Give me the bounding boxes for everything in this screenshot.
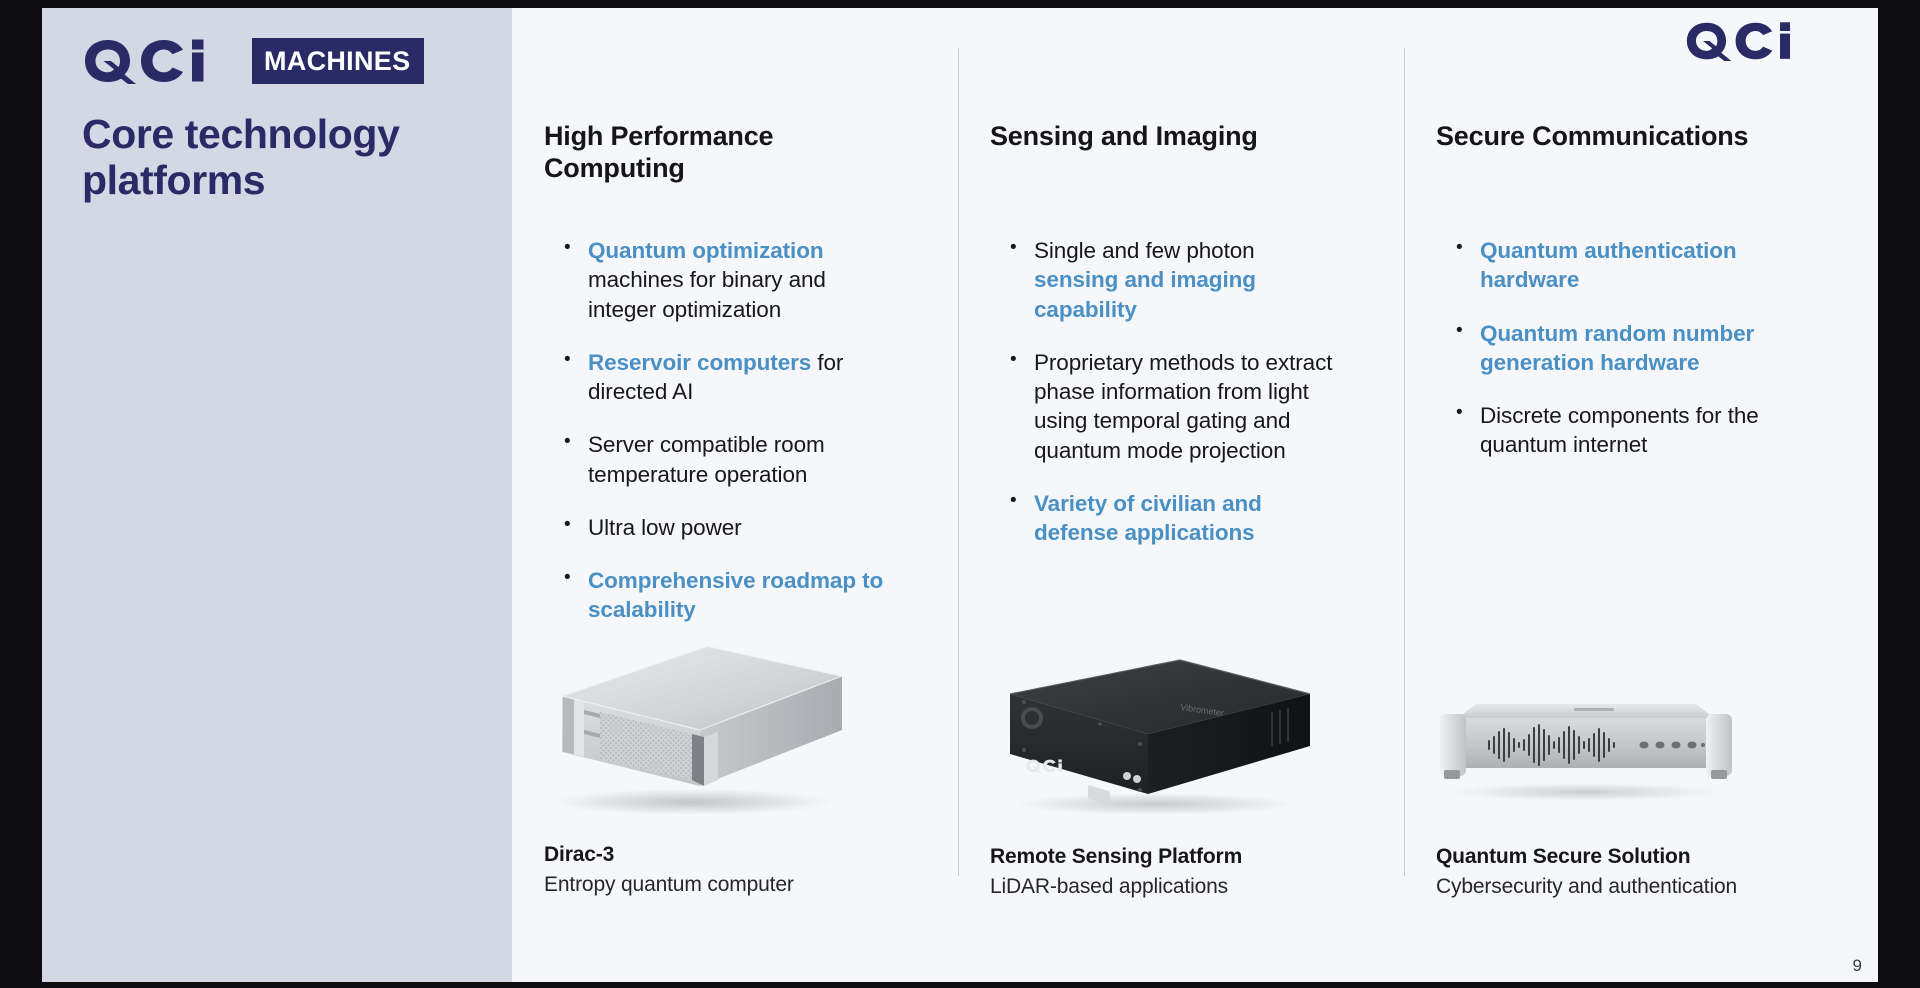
product-title: Dirac-3 bbox=[544, 843, 615, 867]
bullet-item: Variety of civilian and defense applicat… bbox=[1006, 488, 1336, 548]
product-subtitle: LiDAR-based applications bbox=[990, 874, 1229, 898]
product-subtitle: Cybersecurity and authentication bbox=[1436, 874, 1738, 898]
product-caption: Dirac-3 Entropy quantum computer bbox=[544, 841, 794, 898]
bullet-highlight-text: Quantum authentication hardware bbox=[1480, 238, 1737, 293]
page-title: Core technology platforms bbox=[82, 111, 400, 203]
left-panel: MACHINES Core technology platforms bbox=[42, 8, 512, 982]
column-divider bbox=[958, 48, 959, 876]
product-caption: Remote Sensing Platform LiDAR-based appl… bbox=[990, 843, 1242, 900]
bullet-text: for directed AI bbox=[588, 349, 844, 404]
bullet-text: Discrete components for the quantum inte… bbox=[1480, 403, 1759, 458]
letterbox-bar-right bbox=[1878, 0, 1920, 988]
bullet-item: Discrete components for the quantum inte… bbox=[1452, 400, 1812, 460]
qci-logo-icon bbox=[84, 38, 254, 84]
column-heading: Sensing and Imaging bbox=[990, 121, 1258, 151]
column-high-performance-computing: High Performance Computing Quantum optim… bbox=[512, 8, 958, 982]
bullet-text: Server compatible room temperature opera… bbox=[588, 432, 825, 487]
bullet-list: Quantum authentication hardwareQuantum r… bbox=[1452, 235, 1812, 484]
bullet-item: Server compatible room temperature opera… bbox=[560, 429, 890, 489]
bullet-highlight-text: Reservoir computers bbox=[588, 349, 812, 375]
bullet-text: Single and few photon bbox=[1034, 238, 1255, 263]
letterbox-bar-left bbox=[0, 0, 42, 988]
bullet-item: Quantum random number generation hardwar… bbox=[1452, 318, 1812, 378]
column-secure-communications: Secure Communications Quantum authentica… bbox=[1404, 8, 1878, 982]
machines-badge: MACHINES bbox=[252, 38, 425, 84]
quantum-secure-solution-rack-unit-image bbox=[1414, 674, 1759, 804]
column-sensing-and-imaging: Sensing and Imaging Single and few photo… bbox=[958, 8, 1404, 982]
bullet-highlight-text: Comprehensive roadmap to scalability bbox=[588, 568, 884, 623]
qci-corner-logo bbox=[1686, 20, 1834, 67]
product-title: Remote Sensing Platform bbox=[990, 845, 1243, 869]
column-heading: High Performance Computing bbox=[544, 121, 774, 184]
bullet-text: Proprietary methods to extract phase inf… bbox=[1034, 349, 1333, 463]
bullet-item: Reservoir computers for directed AI bbox=[560, 347, 890, 407]
bullet-highlight-text: Quantum random number generation hardwar… bbox=[1480, 320, 1755, 375]
bullet-item: Quantum authentication hardware bbox=[1452, 235, 1812, 295]
qci-logo-icon bbox=[1686, 22, 1834, 66]
column-heading: Secure Communications bbox=[1436, 121, 1749, 151]
product-caption: Quantum Secure Solution Cybersecurity an… bbox=[1436, 843, 1737, 900]
product-title: Quantum Secure Solution bbox=[1436, 845, 1691, 869]
columns-region: High Performance Computing Quantum optim… bbox=[512, 8, 1878, 982]
slide-canvas: MACHINES Core technology platforms bbox=[42, 8, 1878, 982]
letterbox-bar-bottom bbox=[0, 982, 1920, 988]
bullet-text: Ultra low power bbox=[588, 514, 742, 540]
bullet-list: Quantum optimization machines for binary… bbox=[560, 235, 890, 649]
bullet-item: Quantum optimization machines for binary… bbox=[560, 235, 890, 324]
dirac-3-server-chassis-image bbox=[522, 634, 852, 814]
remote-sensing-platform-black-box-image: Vibrometer bbox=[980, 654, 1328, 814]
bullet-highlight-text: sensing and imaging capability bbox=[1034, 267, 1256, 322]
column-divider bbox=[1404, 48, 1405, 876]
qci-machines-logo-lockup: MACHINES bbox=[84, 38, 425, 84]
bullet-item: Single and few photon sensing and imagin… bbox=[1006, 235, 1336, 324]
bullet-item: Ultra low power bbox=[560, 512, 890, 542]
bullet-highlight-text: Variety of civilian and defense applicat… bbox=[1034, 490, 1262, 545]
product-subtitle: Entropy quantum computer bbox=[544, 872, 794, 896]
letterbox-bar-top bbox=[0, 0, 1920, 8]
bullet-item: Comprehensive roadmap to scalability bbox=[560, 565, 890, 625]
bullet-highlight-text: Quantum optimization bbox=[588, 238, 824, 263]
bullet-text: machines for binary and integer optimiza… bbox=[588, 267, 826, 322]
bullet-item: Proprietary methods to extract phase inf… bbox=[1006, 347, 1336, 465]
bullet-list: Single and few photon sensing and imagin… bbox=[1006, 235, 1336, 571]
page-number: 9 bbox=[1852, 956, 1862, 975]
